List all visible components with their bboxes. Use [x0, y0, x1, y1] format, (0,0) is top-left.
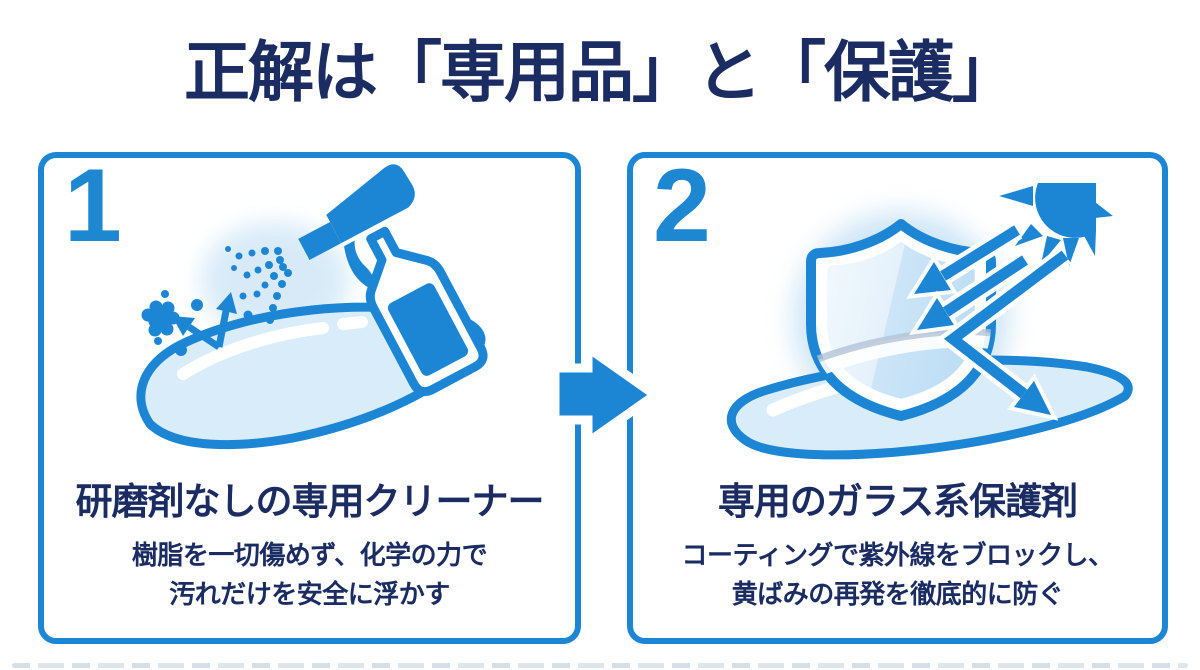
- spray-mist-dots: [225, 246, 292, 324]
- panel2-body-line1: コーティングで紫外線をブロックし、: [681, 540, 1114, 571]
- shield-icon: [805, 224, 999, 416]
- panel2-heading: 専用のガラス系保護剤: [717, 481, 1078, 522]
- bottom-edge-artifact: [12, 663, 1188, 668]
- uv-arrows-icon: [906, 221, 1031, 336]
- panel2-text: 専用のガラス系保護剤 コーティングで紫外線をブロックし、 黄ばみの再発を徹底的に…: [633, 480, 1162, 614]
- page-title: 正解は「専用品」と「保護」: [184, 35, 1018, 109]
- shield-uv-protection-icon: [726, 183, 1133, 460]
- spray-bottle-icon: [298, 164, 488, 397]
- spray-bottle-cleaning-lens-icon: [136, 164, 488, 450]
- panel2-body-line2: 黄ばみの再発を徹底的に防ぐ: [731, 579, 1064, 610]
- right-arrow-icon: [550, 340, 663, 451]
- step-number: 1: [64, 148, 122, 264]
- panel1-heading: 研磨剤なしの専用クリーナー: [75, 481, 545, 522]
- reflected-arrow-icon: [936, 247, 1071, 421]
- lift-arrows-icon: [172, 292, 237, 350]
- panel1-body: 樹脂を一切傷めず、化学の力で 汚れだけを安全に浮かす: [44, 536, 575, 614]
- dirt-particles: [141, 290, 253, 356]
- panel1-body-line2: 汚れだけを安全に浮かす: [169, 579, 450, 610]
- step-number: 2: [653, 148, 711, 264]
- panel1-body-line1: 樹脂を一切傷めず、化学の力で: [131, 540, 488, 571]
- panel-cleaner: 1 研磨剤なしの専用クリーナー 樹脂を一切傷めず、化学の力で 汚れだけを安全に浮…: [38, 152, 581, 644]
- panel-protectant: 2 専用のガラス系保護剤 コーティングで紫外線をブロックし、 黄ばみの再発を徹底…: [627, 152, 1168, 644]
- panel1-text: 研磨剤なしの専用クリーナー 樹脂を一切傷めず、化学の力で 汚れだけを安全に浮かす: [44, 480, 575, 614]
- panel2-body: コーティングで紫外線をブロックし、 黄ばみの再発を徹底的に防ぐ: [633, 536, 1162, 614]
